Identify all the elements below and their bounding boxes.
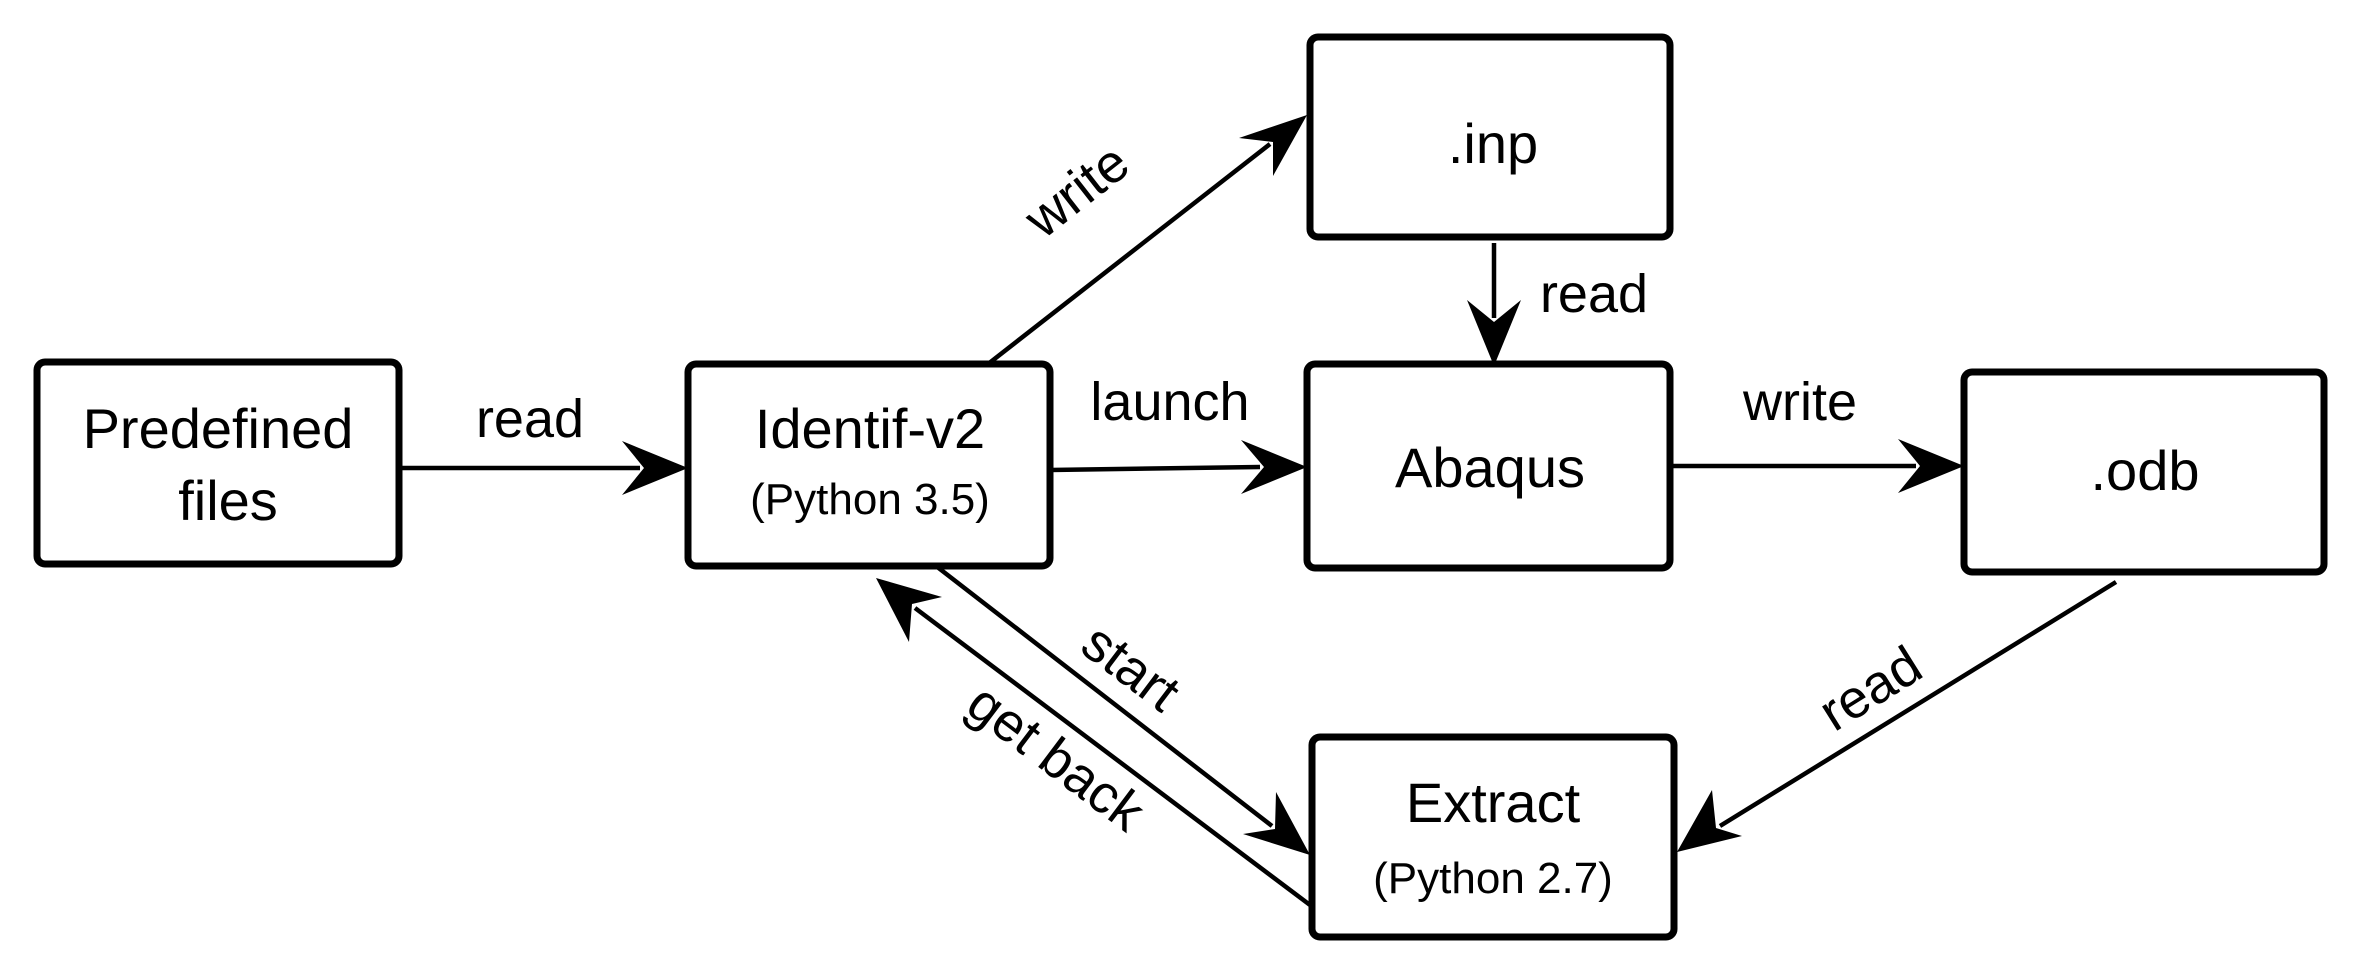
identif-v2-title: Identif-v2 [755,397,985,460]
arrowhead-icon [1898,439,1964,493]
edge-label-start: start [1071,612,1191,723]
edge-inp-to-abaqus [1467,243,1521,366]
edge-label-read-odb: read [1809,635,1932,743]
node-abaqus: Abaqus [1303,360,1674,572]
extract-subtitle: (Python 2.7) [1373,854,1613,903]
arrowhead-icon [1467,300,1521,366]
edge-extract-to-identif [876,578,1312,907]
edge-odb-to-extract [1677,580,2118,852]
arrowhead-icon [1677,790,1742,852]
edge-label-read-inp: read [1540,264,1648,324]
edge-label-write-inp: write [1013,132,1141,250]
predefined-files-label-line1: Predefined [83,397,354,460]
arrowhead-icon [1241,440,1307,494]
extract-title: Extract [1406,771,1581,834]
node-odb-file: .odb [1960,368,2328,576]
node-identif-v2: Identif-v2 (Python 3.5) [684,360,1054,570]
abaqus-label: Abaqus [1395,436,1585,499]
arrowhead-icon [1243,792,1310,855]
arrowhead-icon [622,441,688,495]
edge-label-launch: launch [1090,372,1249,432]
edge-identif-to-abaqus [1049,440,1307,494]
node-extract: Extract (Python 2.7) [1308,733,1678,941]
node-inp-file: .inp [1306,33,1674,241]
edge-abaqus-to-odb [1670,439,1964,493]
arrowhead-icon [1239,115,1307,176]
edge-identif-to-inp [986,115,1307,366]
predefined-files-label-line2: files [178,469,278,532]
inp-file-label: .inp [1448,112,1538,175]
edge-label-read-predefined: read [476,389,584,449]
edge-identif-to-extract [934,564,1310,855]
arrowhead-icon [876,578,942,642]
node-predefined-files: Predefined files [33,358,403,568]
odb-file-label: .odb [2091,439,2200,502]
edge-predefined-to-identif [400,441,688,495]
edge-label-write-odb: write [1742,372,1857,432]
identif-v2-subtitle: (Python 3.5) [750,475,990,524]
